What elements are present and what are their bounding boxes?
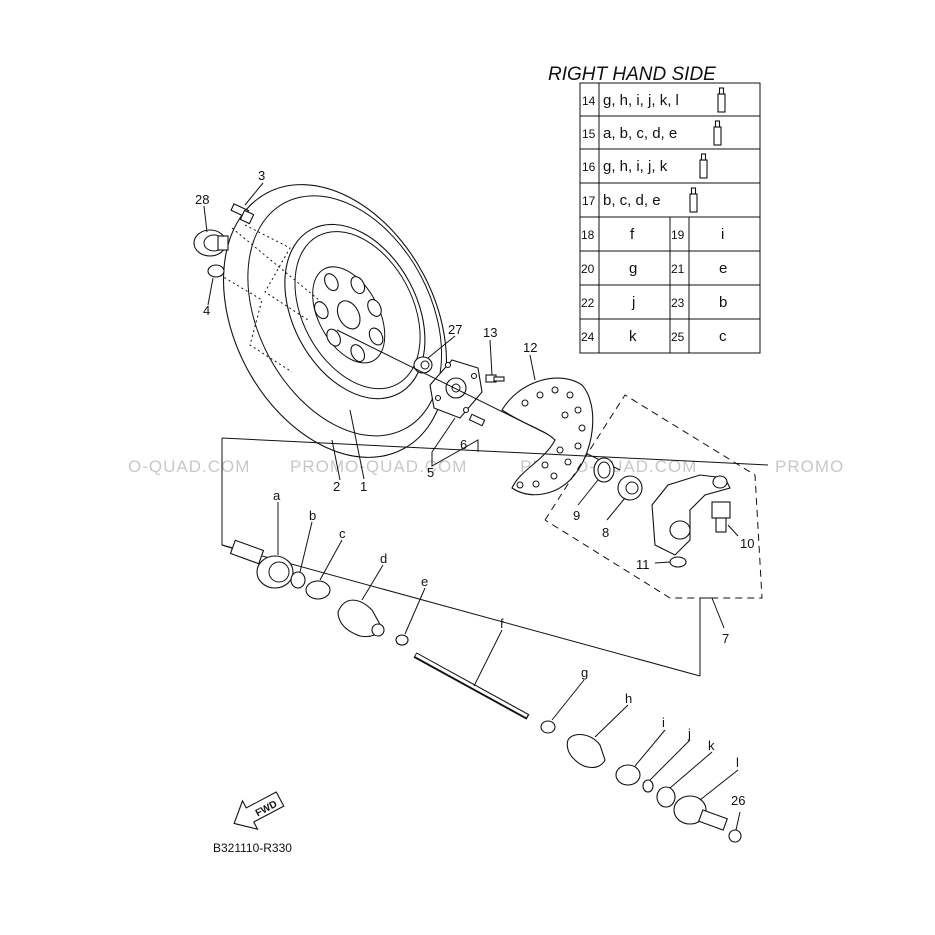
pair-value: f [630,226,635,243]
pair-value: b [719,294,727,311]
pair-number: 23 [671,296,685,310]
kit-row-parts: g, h, i, j, k, l [603,92,679,109]
label-a: a [273,488,281,503]
kit-row-parts: b, c, d, e [603,192,661,209]
part-4-nut [207,264,225,278]
label-f: f [500,616,504,631]
watermark-right: PROMO [775,457,844,476]
label-i: i [662,715,665,730]
rim-inner [294,231,421,390]
label-5: 5 [427,465,434,480]
pair-value: g [629,260,637,277]
label-d: d [380,551,387,566]
kit-table: RIGHT HAND SIDE 14 g, h, i, j, k, l 15 a… [548,64,761,354]
pair-number: 19 [671,228,685,242]
grease-tube-icon [717,87,726,113]
label-6: 6 [460,437,467,452]
fwd-arrow-icon: FWD [233,791,285,830]
part-g-band [540,720,556,734]
label-12: 12 [523,340,537,355]
part-b-circlip [290,571,306,589]
part-13-bolt [485,374,505,383]
part-j-circlip [642,779,654,793]
label-e: e [421,574,428,589]
kit-row-parts: a, b, c, d, e [603,125,677,142]
label-27: 27 [448,322,462,337]
part-28-hub-cap [193,229,229,257]
pair-number: 22 [581,296,595,310]
label-26: 26 [731,793,745,808]
part-f-shaft [413,652,530,720]
label-7: 7 [722,631,729,646]
part-labels: 3 28 4 27 13 12 6 5 2 1 9 8 10 11 7 a b … [195,168,754,808]
pair-number: 21 [671,262,685,276]
watermark: O-QUAD.COM PROMO-QUAD.COM PROMO-QUAD.COM… [128,457,844,476]
label-k: k [708,738,715,753]
part-h-boot [566,734,606,769]
watermark-left: O-QUAD.COM [128,457,250,476]
label-g: g [581,665,588,680]
label-1: 1 [360,479,367,494]
label-b: b [309,508,316,523]
part-9-circlip [593,457,615,483]
label-h: h [625,691,632,706]
part-k-ring [656,786,676,808]
part-3-stud-bolt [230,203,255,225]
wheel-assembly [219,184,448,458]
kit-row-number: 15 [582,127,596,141]
part-8-bearing [617,475,643,501]
grease-tube-icon [689,187,698,213]
label-28: 28 [195,192,209,207]
kit-row-number: 14 [582,94,596,108]
label-8: 8 [602,525,609,540]
part-6-bolt [468,413,486,427]
pair-number: 25 [671,330,685,344]
diagram-code: B321110-R330 [213,841,292,855]
watermark-center-left: PROMO-QUAD.COM [290,457,467,476]
part-27-castle-nut [413,356,433,374]
label-9: 9 [573,508,580,523]
part-10-ball-joint [711,501,731,533]
pair-value: e [719,260,727,277]
part-i-band [615,764,641,786]
kit-row-number: 17 [582,194,596,208]
label-13: 13 [483,325,497,340]
grease-tube-icon [713,120,722,146]
pair-value: i [721,226,724,243]
label-11: 11 [636,557,650,572]
part-c-band [305,580,331,600]
tire-inner [247,195,443,437]
leader-lines [203,182,741,831]
label-4: 4 [203,303,210,318]
knuckle [651,474,731,556]
label-3: 3 [258,168,265,183]
part-11-clip [669,556,687,568]
grease-tube-icon [699,153,708,179]
pair-value: c [719,328,727,345]
pair-number: 20 [581,262,595,276]
part-12-brake-disc [501,377,594,496]
kit-row-parts: g, h, i, j, k [603,158,668,175]
part-26-circlip [728,829,742,843]
label-j: j [687,726,691,741]
part-l-inner-joint [673,795,728,831]
part-d-boot [337,599,385,638]
label-c: c [339,526,346,541]
pair-number: 18 [581,228,595,242]
label-10: 10 [740,536,754,551]
kit-row-number: 16 [582,160,596,174]
pair-value: k [629,328,637,345]
part-e-band [395,634,409,646]
label-l: l [736,755,739,770]
label-2: 2 [333,479,340,494]
pair-number: 24 [581,330,595,344]
part-a-outer-cv-joint [229,539,294,589]
pair-value: j [631,294,635,311]
table-title: RIGHT HAND SIDE [548,64,716,85]
